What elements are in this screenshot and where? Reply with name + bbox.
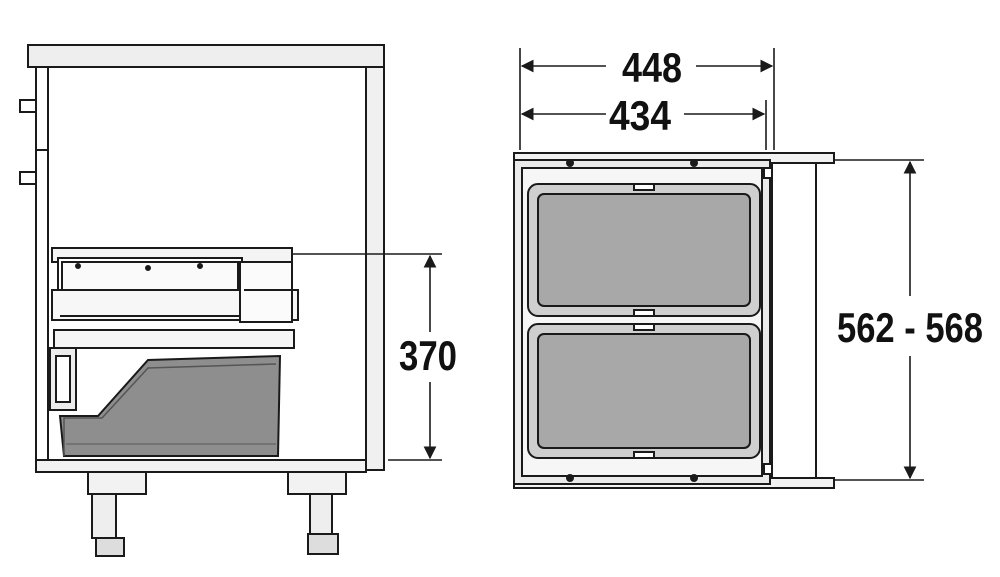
hinge-top (19, 99, 37, 113)
countertop (27, 44, 385, 68)
inner-width-label: 434 (609, 92, 672, 139)
top-view-side-rail (771, 162, 817, 479)
outer-width-dimension (519, 48, 775, 150)
outer-width-label: 448 (622, 44, 682, 91)
hinge-bottom (19, 171, 37, 185)
cabinet-leg-left (87, 471, 147, 557)
height-dimension-label: 370 (399, 332, 457, 379)
cabinet-bottom-shelf (35, 459, 367, 473)
cabinet-side-panel (365, 66, 385, 471)
depth-dimension (834, 159, 924, 481)
cabinet-leg-right (287, 471, 347, 555)
depth-dimension-label: 562 - 568 (837, 304, 983, 351)
height-dimension (292, 253, 442, 461)
pullout-top-view (513, 152, 835, 489)
cabinet-front-view (19, 44, 385, 557)
inner-width-dimension (520, 100, 767, 150)
